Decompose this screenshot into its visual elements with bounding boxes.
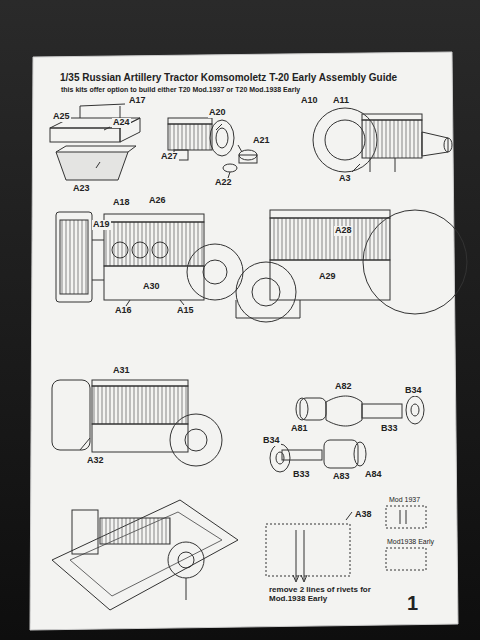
callout-number: A16 [114,306,133,316]
callout-number: A26 [148,196,167,206]
callout-number: A17 [128,96,147,106]
callout-number: A82 [334,382,353,392]
callout-number: A23 [72,184,91,194]
page-number: 1 [406,592,419,614]
callout-number: A38 [354,510,373,520]
callout-number: A10 [300,96,319,106]
callout-number: A84 [364,470,383,480]
instruction-note: remove 2 lines of rivets for Mod.1938 Ea… [268,586,382,604]
callout-number: A11 [332,96,350,106]
page-title: 1/35 Russian Artillery Tractor Komsomole… [60,72,397,83]
callout-number: A20 [208,108,227,118]
callout-number: A30 [142,282,161,292]
callout-number: A31 [112,366,131,376]
callout-number: A22 [214,178,233,188]
callout-number: A81 [290,424,309,434]
callout-number: A21 [252,136,271,146]
callout-number: A29 [318,272,337,282]
variant-label: Mod 1937 [388,496,421,504]
callout-number: A83 [332,472,351,482]
callout-number: A19 [92,220,111,230]
subtitle: this kits offer option to build either T… [60,86,301,94]
variant-label: Mod1938 Early [386,538,435,546]
callout-number: A27 [160,152,179,162]
callout-number: A32 [86,456,105,466]
callout-number: B34 [262,436,281,446]
callout-number: A15 [176,306,195,316]
callout-number: A24 [112,118,131,128]
callout-number: A28 [334,226,353,236]
callout-number: A25 [52,112,71,122]
callout-number: B33 [292,470,311,480]
callout-number: A3 [338,174,352,184]
callout-number: B34 [404,386,423,396]
callout-number: A18 [112,198,131,208]
callout-number: B33 [380,424,399,434]
